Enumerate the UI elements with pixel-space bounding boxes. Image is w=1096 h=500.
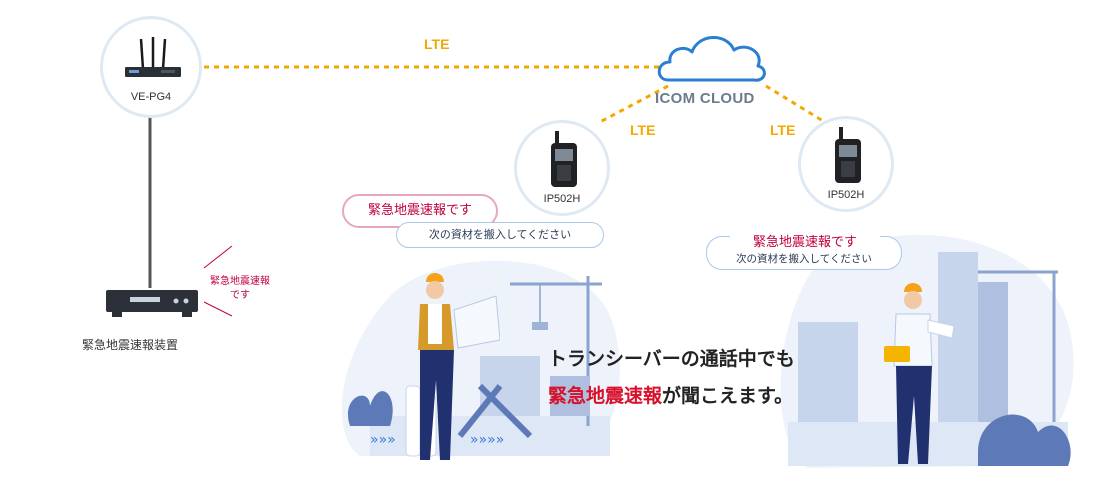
speech-bubble-left: 次の資材を搬入してください	[396, 222, 604, 248]
radio-icon	[551, 131, 577, 187]
headline-rest: が聞こえます。	[662, 385, 794, 407]
router-icon	[125, 37, 181, 77]
alarm-device-label: 緊急地震速報装置	[82, 338, 179, 352]
worker-left-figure	[418, 273, 500, 460]
left-scene-illustration: »»» »»»»	[341, 260, 620, 457]
signal-line-upper	[203, 245, 233, 269]
radio-left-label: IP502H	[543, 193, 581, 205]
lte-label-right: LTE	[770, 122, 796, 138]
radio-right-node: IP502H	[798, 116, 894, 212]
lte-link-left	[599, 84, 669, 124]
alarm-signal-text-1: 緊急地震速報	[210, 276, 270, 287]
radio-left-node: IP502H	[514, 120, 610, 216]
speech-text-right: 次の資材を搬入してください	[736, 253, 872, 265]
alarm-signal-text-2: です	[230, 290, 250, 301]
headline-line-1: トランシーバーの通話中でも	[548, 348, 795, 370]
svg-text:»»»: »»»	[370, 432, 396, 448]
lte-link-right	[765, 84, 829, 126]
headline: トランシーバーの通話中でも 緊急地震速報が聞こえます。	[548, 344, 888, 408]
cloud-label: ICOM CLOUD	[655, 90, 755, 107]
alarm-device-icon	[106, 290, 198, 317]
alert-text-right: 緊急地震速報です	[730, 231, 880, 250]
svg-text:»»»»: »»»»	[470, 432, 504, 448]
lte-label-top: LTE	[424, 36, 450, 52]
headline-highlight: 緊急地震速報	[548, 385, 663, 407]
worker-right-figure	[884, 283, 954, 464]
cloud-icon	[657, 36, 766, 82]
gateway-node: VE-PG4	[100, 16, 202, 118]
signal-line-lower	[203, 301, 233, 317]
headline-line-2: 緊急地震速報が聞こえます。	[548, 381, 888, 408]
lte-label-left: LTE	[630, 122, 656, 138]
speech-bubble-right: 緊急地震速報です 次の資材を搬入してください	[706, 231, 902, 270]
radio-right-label: IP502H	[827, 189, 865, 201]
radio-icon	[835, 127, 861, 183]
gateway-label: VE-PG4	[130, 91, 172, 103]
